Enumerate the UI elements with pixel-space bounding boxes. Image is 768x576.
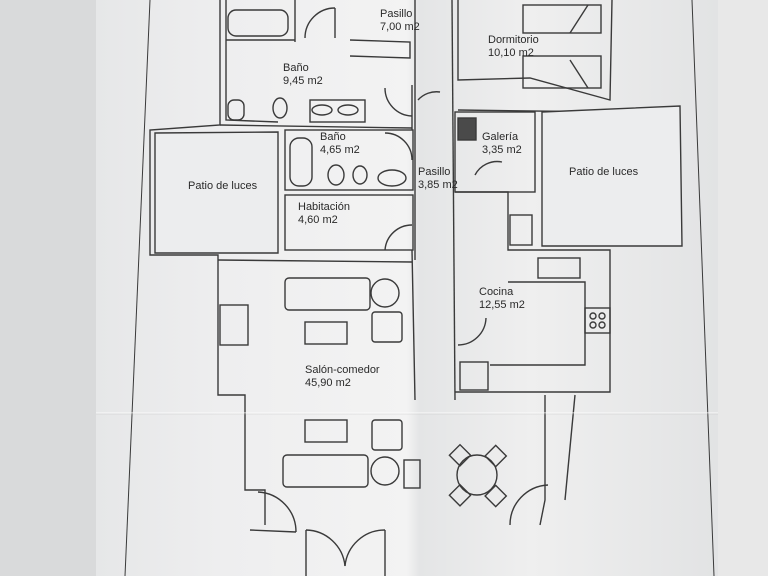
background-surface [718,0,768,576]
paper-sheet [96,0,718,576]
paper-fold [96,412,718,415]
room-label-patio-right: Patio de luces [569,166,639,178]
room-label-patio-left: Patio de luces [188,180,258,192]
